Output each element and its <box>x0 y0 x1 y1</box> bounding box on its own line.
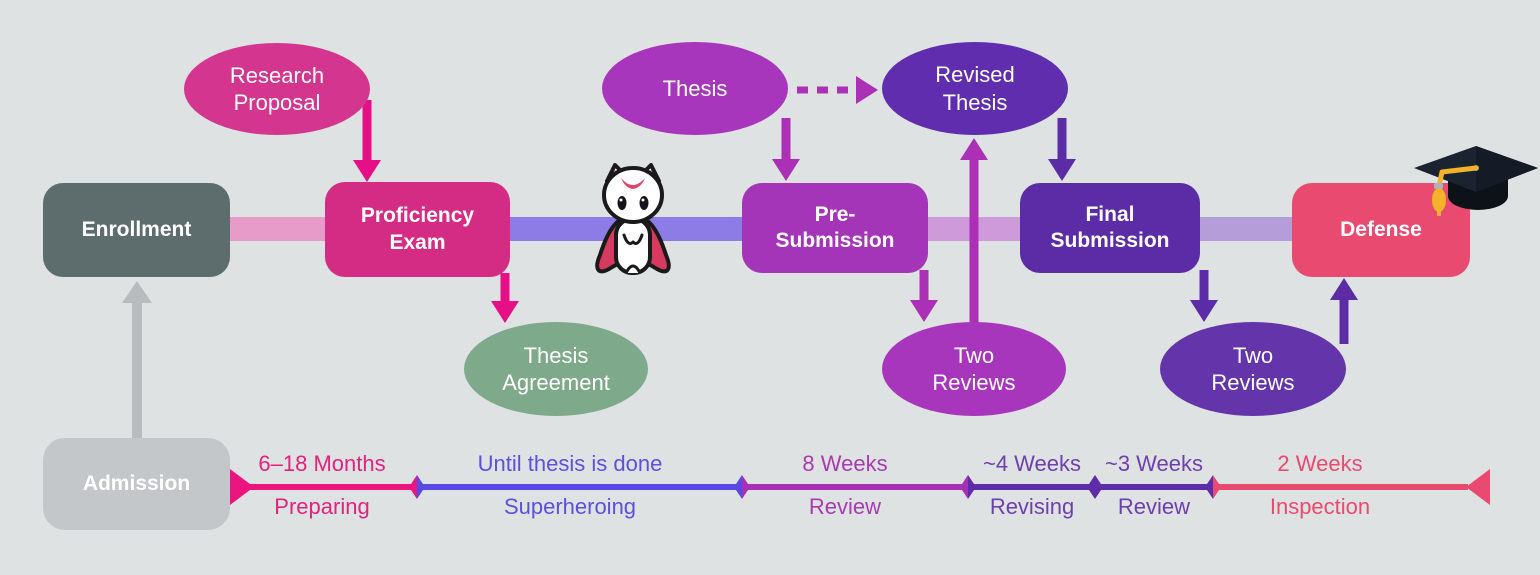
timeline-segment-3 <box>742 484 968 490</box>
arrow-revised-thesis-to-final-submission <box>1048 118 1076 181</box>
artifact-two-reviews-presubmission: Two Reviews <box>882 322 1066 416</box>
connector-finalsubmission-defense <box>1200 217 1292 241</box>
timeline-duration-5: ~3 Weeks <box>1104 451 1204 476</box>
arrow-admission-to-enrollment <box>122 281 152 438</box>
timeline-duration-2: Until thesis is done <box>477 451 663 476</box>
superhero-cat-icon <box>588 163 678 280</box>
connector-presubmission-finalsubmission <box>928 217 1020 241</box>
timeline-activity-2: Superheroing <box>503 494 637 519</box>
timeline-milestone-4 <box>1087 475 1103 499</box>
timeline-milestone-2 <box>734 475 750 499</box>
timeline-activity-5: Review <box>1117 494 1191 519</box>
timeline-activity-3: Review <box>808 494 882 519</box>
arrow-thesis-to-revised-thesis-dashed <box>797 76 878 104</box>
artifact-revised-thesis: Revised Thesis <box>882 42 1068 135</box>
timeline-milestone-1 <box>409 475 425 499</box>
timeline-activity-1: Preparing <box>274 494 370 519</box>
timeline-activity-6: Inspection <box>1269 494 1371 519</box>
timeline-end-cap <box>1466 469 1490 505</box>
timeline-segment-4 <box>968 484 1095 490</box>
timeline-duration-6: 2 Weeks <box>1277 451 1363 476</box>
timeline-segment-2 <box>417 484 742 490</box>
stage-pre-submission: Pre- Submission <box>742 183 928 273</box>
admission-box: Admission <box>43 438 230 530</box>
timeline-activity-4: Revising <box>989 494 1075 519</box>
arrow-final-submission-to-two-reviews <box>1190 270 1218 322</box>
graduation-cap-icon <box>1412 146 1540 217</box>
artifact-thesis-agreement: Thesis Agreement <box>464 322 648 416</box>
timeline-segment-6 <box>1213 484 1468 490</box>
arrow-proficiency-exam-to-thesis-agreement <box>491 273 519 323</box>
artifact-two-reviews-final: Two Reviews <box>1160 322 1346 416</box>
timeline-duration-4: ~4 Weeks <box>982 451 1082 476</box>
timeline-duration-3: 8 Weeks <box>802 451 888 476</box>
timeline-segment-1 <box>232 484 417 490</box>
timeline-milestone-3 <box>960 475 976 499</box>
artifact-research-proposal: Research Proposal <box>184 43 370 135</box>
artifact-thesis: Thesis <box>602 42 788 135</box>
timeline-segment-5 <box>1095 484 1213 490</box>
timeline-milestone-5 <box>1205 475 1221 499</box>
stage-final-submission: Final Submission <box>1020 183 1200 273</box>
stage-proficiency-exam: Proficiency Exam <box>325 182 510 277</box>
arrow-pre-submission-to-two-reviews <box>910 270 938 322</box>
connector-enrollment-proficiency <box>230 217 325 241</box>
arrow-two-reviews-to-defense <box>1330 278 1358 344</box>
arrow-thesis-to-pre-submission <box>772 118 800 181</box>
timeline-duration-1: 6–18 Months <box>258 451 386 476</box>
stage-enrollment: Enrollment <box>43 183 230 277</box>
